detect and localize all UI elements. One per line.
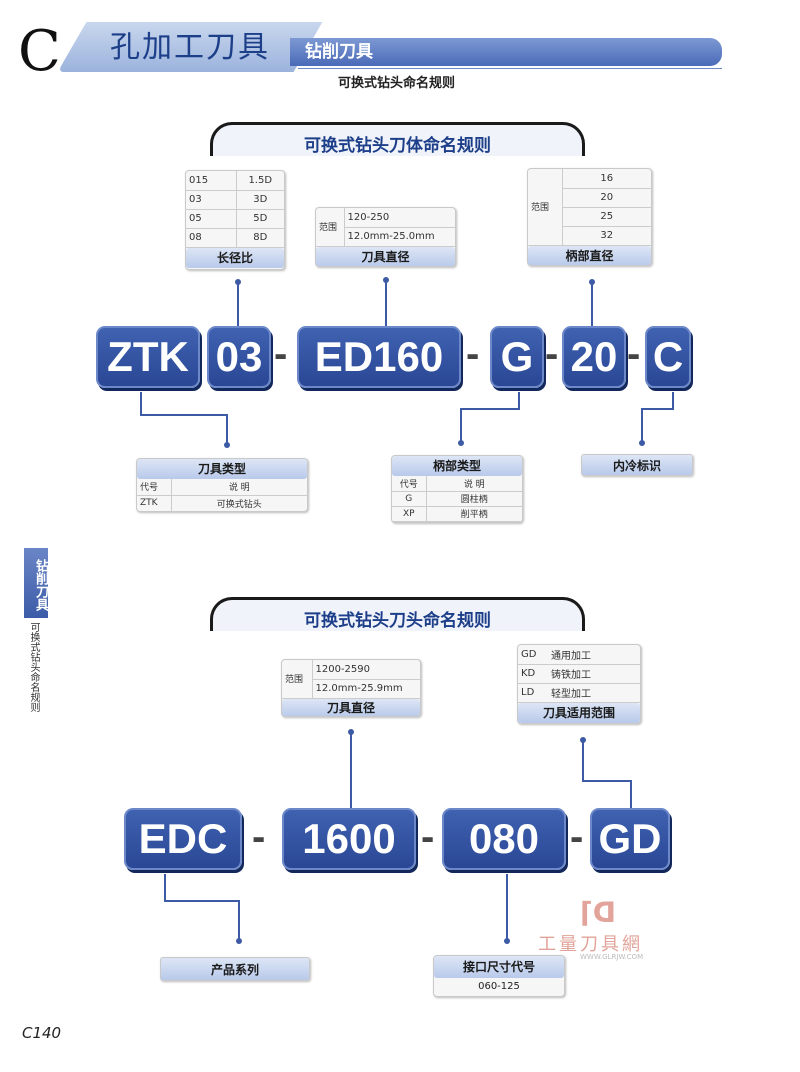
dash: - bbox=[252, 815, 266, 859]
code-g: G bbox=[490, 326, 544, 388]
side-tab: 钻削刀具 bbox=[24, 548, 48, 618]
interface-value: 060-125 bbox=[478, 981, 520, 992]
side-subtitle: 可换式钻头命名规则 bbox=[28, 622, 39, 712]
diameter2-label: 刀具直径 bbox=[282, 698, 420, 716]
code-ztk: ZTK bbox=[96, 326, 200, 388]
apply-range-label: 刀具适用范围 bbox=[518, 702, 640, 723]
dash: - bbox=[421, 815, 435, 859]
watermark-logo: ⌈ᗡ bbox=[580, 896, 617, 929]
code-c: C bbox=[645, 326, 691, 388]
code-03: 03 bbox=[207, 326, 271, 388]
dash: - bbox=[545, 332, 559, 376]
code-1600: 1600 bbox=[282, 808, 416, 870]
watermark-text: 工量刀具網 bbox=[538, 934, 643, 955]
header-bar-dark bbox=[290, 38, 722, 66]
subsection-title: 可换式钻头命名规则 bbox=[338, 76, 456, 91]
section1-banner: 可换式钻头刀体命名规则 bbox=[210, 122, 585, 156]
chapter-title: 孔加工刀具 bbox=[110, 30, 270, 65]
diameter-label: 刀具直径 bbox=[316, 246, 455, 266]
dash: - bbox=[570, 815, 584, 859]
shank-type-label: 柄部类型 bbox=[392, 456, 522, 476]
code-gd: GD bbox=[590, 808, 670, 870]
section2-banner: 可换式钻头刀头命名规则 bbox=[210, 597, 585, 631]
watermark-url: WWW.GLRJW.COM bbox=[580, 953, 644, 961]
chapter-letter: C bbox=[18, 19, 61, 84]
coolant-label: 内冷标识 bbox=[581, 454, 693, 476]
code-ed160: ED160 bbox=[297, 326, 461, 388]
product-series-label: 产品系列 bbox=[160, 957, 310, 981]
tool-type-label: 刀具类型 bbox=[137, 459, 307, 479]
shank-diameter-label: 柄部直径 bbox=[528, 245, 651, 265]
header-divider bbox=[298, 68, 722, 69]
interface-box: 接口尺寸代号 060-125 bbox=[433, 955, 565, 997]
code-20: 20 bbox=[562, 326, 626, 388]
dash: - bbox=[466, 332, 480, 376]
page-number: C140 bbox=[22, 1024, 62, 1042]
ratio-label: 长径比 bbox=[186, 247, 284, 268]
dash: - bbox=[627, 332, 641, 376]
code-080: 080 bbox=[442, 808, 566, 870]
interface-label: 接口尺寸代号 bbox=[434, 956, 564, 978]
code-edc: EDC bbox=[124, 808, 242, 870]
dash: - bbox=[274, 332, 288, 376]
section-title: 钻削刀具 bbox=[305, 42, 373, 62]
